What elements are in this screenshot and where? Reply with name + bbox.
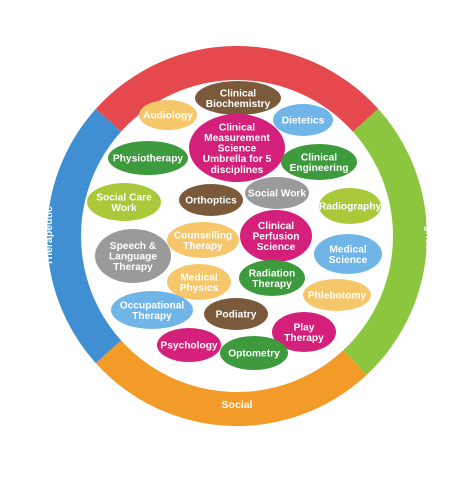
bubble-label-line: Science — [218, 144, 257, 155]
outer-ring — [46, 45, 428, 427]
bubble-shape — [239, 260, 305, 296]
bubble-social-work: Social Work — [245, 177, 309, 209]
bubble-podiatry: Podiatry — [204, 298, 268, 330]
bubble-shape — [179, 184, 243, 216]
bubble-shape — [167, 222, 239, 258]
bubble-radiography: Radiography — [319, 188, 382, 224]
bubble-label-line: Science — [329, 255, 368, 266]
ring-segment-diagnostic — [343, 108, 428, 375]
bubble-shape — [220, 336, 288, 370]
bubble-dietetics: Dietetics — [273, 104, 333, 136]
bubble-shape — [167, 264, 231, 300]
bubble-label-line: Clinical — [258, 221, 294, 232]
bubble-label-line: Phlebotomy — [308, 291, 367, 302]
bubble-shape — [189, 114, 285, 182]
ring-label-left: Therapeutic — [43, 206, 55, 266]
bubble-shape — [273, 104, 333, 136]
bubble-label-line: Podiatry — [216, 310, 257, 321]
ring-label-bottom: Social — [222, 399, 253, 411]
bubble-label-line: Science — [257, 242, 296, 253]
ring-segment-therapeutic — [46, 108, 122, 364]
bubble-shape — [314, 234, 382, 274]
bubble-phlebotomy: Phlebotomy — [303, 279, 371, 311]
bubble-optometry: Optometry — [220, 336, 288, 370]
bubble-audiology: Audiology — [139, 100, 197, 130]
ring-segment-social — [95, 340, 367, 427]
bubble-label-line: Audiology — [143, 111, 193, 122]
bubble-label-line: Medical — [180, 272, 218, 283]
bubble-label-line: Social Work — [248, 189, 306, 200]
bubble-label-line: Clinical — [220, 88, 256, 99]
bubble-label-line: Clinical — [219, 122, 255, 133]
bubble-label-line: disciplines — [211, 165, 264, 176]
bubble-label-line: Occupational — [120, 300, 185, 311]
bubble-shape — [281, 144, 357, 180]
bubble-label-line: Therapy — [183, 241, 223, 252]
bubble-physiotherapy: Physiotherapy — [108, 141, 188, 175]
bubble-label-line: Social Care — [96, 192, 152, 203]
bubble-label-line: Physiotherapy — [113, 154, 184, 165]
bubble-shape — [95, 229, 171, 283]
bubble-label-line: Umbrella for 5 — [203, 154, 272, 165]
bubble-psychology: Psychology — [157, 328, 221, 362]
bubble-label-line: Biochemistry — [206, 99, 271, 110]
bubble-label-line: Therapy — [132, 311, 172, 322]
bubble-label-line: Therapy — [284, 333, 324, 344]
bubble-shape — [245, 177, 309, 209]
bubble-label-line: Therapy — [252, 279, 292, 290]
bubble-orthoptics: Orthoptics — [179, 184, 243, 216]
bubble-shape — [204, 298, 268, 330]
bubble-label-line: Therapy — [113, 262, 153, 273]
bubble-shape — [111, 291, 193, 329]
bubble-label-line: Psychology — [160, 341, 218, 352]
bubble-label-line: Radiography — [319, 202, 382, 213]
bubble-label-line: Work — [111, 203, 137, 214]
bubble-label-line: Optometry — [228, 349, 280, 360]
bubble-shape — [319, 188, 381, 224]
bubble-shape — [195, 81, 281, 115]
bubble-shape — [272, 312, 336, 352]
bubble-label-line: Clinical — [301, 152, 337, 163]
bubble-label-line: Radiation — [249, 268, 295, 279]
bubble-label-line: Language — [109, 252, 157, 263]
bubble-label-line: Play — [294, 322, 315, 333]
bubble-shape — [157, 328, 221, 362]
bubble-label-line: Speech & — [110, 241, 157, 252]
bubble-shape — [139, 100, 197, 130]
bubble-label-line: Physics — [180, 283, 219, 294]
ring-label-right: Diagnostic — [423, 209, 435, 263]
bubble-label-line: Measurement — [204, 133, 270, 144]
bubble-label-line: Orthoptics — [185, 196, 237, 207]
bubble-label-line: Perfusion — [253, 232, 300, 243]
ring-segment-health-social-care — [95, 45, 379, 132]
bubble-label-line: Medical — [329, 244, 367, 255]
bubble-shape — [108, 141, 188, 175]
bubble-shape — [303, 279, 371, 311]
bubble-label-line: Counselling — [174, 230, 232, 241]
bubble-shape — [87, 183, 161, 221]
bubble-label-line: Engineering — [290, 163, 349, 174]
bubble-shape — [240, 210, 312, 262]
bubble-label-line: Dietetics — [282, 116, 325, 127]
